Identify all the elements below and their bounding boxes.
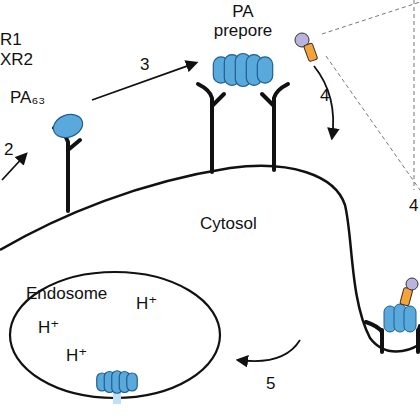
ion-label: H⁺ (136, 294, 166, 313)
receptor (198, 84, 288, 172)
compartment-label: Cytosol (200, 214, 257, 233)
step-arrow (238, 340, 300, 361)
prepore-node: PA prepore (196, 2, 290, 90)
node-label: PA prepore (210, 2, 276, 40)
step-number: 2 (4, 140, 13, 159)
step-number: 4 (409, 196, 418, 215)
receptor (54, 128, 80, 211)
receptor-name: XR2 (0, 50, 33, 69)
step-arrow (314, 66, 333, 138)
step-number: 4 (320, 86, 329, 105)
enzyme-moiety (304, 43, 318, 62)
zoom-lines (322, 0, 420, 190)
step-number: 5 (266, 374, 275, 393)
node-label: PA₆₃ (10, 88, 60, 107)
protein-node: PA₆₃ (8, 86, 92, 144)
endosome-compartment: EndosomeH⁺ H⁺ H⁺ (8, 268, 222, 402)
ion-label: H⁺ (38, 318, 68, 337)
toxin-complex (366, 278, 420, 352)
step-number: 3 (140, 55, 149, 74)
ion-label: H⁺ (66, 346, 96, 365)
node-label: Endosome (26, 284, 116, 303)
receptor-name: R1 (0, 30, 22, 49)
